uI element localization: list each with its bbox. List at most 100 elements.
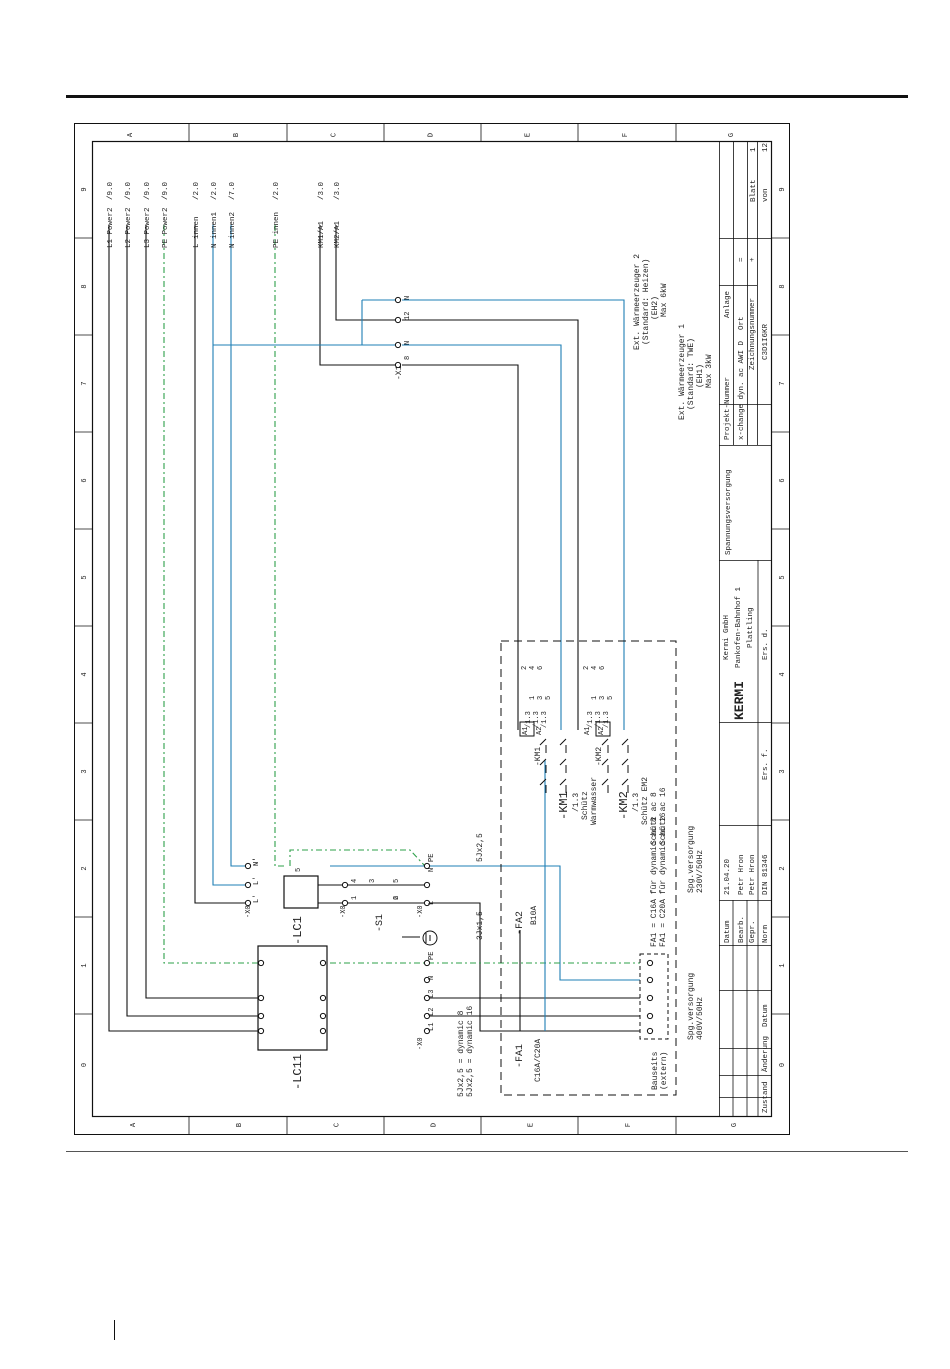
signal-ref: /2.0 bbox=[273, 181, 281, 200]
x0-a-label: -X0 bbox=[245, 905, 253, 918]
x0-pin-label: L' bbox=[253, 877, 261, 885]
km1-type: Schütz bbox=[581, 791, 590, 820]
bauseits-line2: (extern) bbox=[660, 1052, 669, 1090]
tb-norm: DIN 81346 bbox=[762, 854, 770, 895]
terminal-circle bbox=[423, 976, 431, 984]
grid-row-label-right: 5 bbox=[779, 575, 787, 579]
tb-ort: + bbox=[749, 257, 757, 262]
tb-anlage-label: Anlage bbox=[724, 291, 732, 318]
x0-b-label: -X0 bbox=[340, 905, 348, 918]
terminal-circle bbox=[341, 899, 349, 907]
contact-pin-label: 1 bbox=[591, 696, 599, 700]
grid-row-label-left: 9 bbox=[81, 187, 89, 191]
wire-l-bus bbox=[430, 902, 640, 1032]
signal-label: KM1/A1 bbox=[318, 220, 326, 248]
contact-symbol bbox=[601, 778, 609, 793]
coil-pin-label: A2 bbox=[536, 727, 544, 735]
ext1-line4: Max 3kW bbox=[705, 354, 714, 388]
tb-city: Plattling bbox=[747, 607, 755, 648]
grid-row-label-right: 0 bbox=[779, 1063, 787, 1067]
km1-use: Warmwasser bbox=[590, 777, 599, 825]
grid-row-label-left: 1 bbox=[81, 963, 89, 967]
x0-pin-label: N' bbox=[253, 858, 261, 866]
cable-b-label: 3Jx1,5 bbox=[476, 911, 485, 940]
contact-symbol bbox=[559, 738, 567, 753]
coil-pin-label: A1 bbox=[584, 727, 592, 735]
bauseits-line1: Bauseits bbox=[651, 1051, 660, 1090]
contact-ref: /1.3 bbox=[533, 711, 541, 728]
contact-symbol bbox=[621, 778, 629, 793]
x0-pin-label: N' bbox=[253, 858, 261, 866]
signal-label: N innen2 bbox=[229, 212, 237, 248]
supply1-line2: 230V/50Hz bbox=[696, 850, 705, 893]
tb-norm-label: Norm bbox=[762, 924, 770, 943]
terminal-circle bbox=[394, 316, 402, 324]
contact-ref: /1.3 bbox=[587, 711, 595, 728]
tb-gepr-label: Gepr. bbox=[749, 920, 757, 943]
contact-pin-label: 2 bbox=[583, 666, 591, 670]
tb-ort-label: Ort bbox=[738, 316, 746, 330]
km1-big-label: -KM1 bbox=[557, 791, 571, 820]
terminal-circle bbox=[423, 881, 431, 889]
page-footer-mark bbox=[114, 1320, 115, 1340]
pe-ground-symbol bbox=[422, 930, 438, 946]
wire-n-innen1 bbox=[212, 225, 248, 886]
cable-dyn1: 5Jx2,5 = dynamic 8 bbox=[457, 1010, 466, 1097]
s1-pin-label: 2 bbox=[393, 896, 401, 900]
grid-row-label-right: 4 bbox=[779, 672, 787, 676]
terminal-circle bbox=[319, 1012, 327, 1020]
grid-col-label-top: F bbox=[622, 133, 630, 137]
wire-km2-a1 bbox=[335, 225, 395, 321]
terminal-circle bbox=[257, 994, 265, 1002]
x0-bottom-pin-label: L2 bbox=[428, 1008, 436, 1016]
wire-x1-neutral bbox=[213, 299, 395, 346]
signal-ref: /9.0 bbox=[144, 181, 152, 200]
contact-symbol bbox=[539, 778, 547, 793]
x1-pin-label: N bbox=[404, 341, 412, 345]
contact-symbol bbox=[539, 738, 547, 753]
s1-label: -S1 bbox=[375, 914, 386, 932]
grid-row-label-left: 6 bbox=[81, 478, 89, 482]
terminal-circle bbox=[257, 1012, 265, 1020]
grid-divisions bbox=[75, 124, 790, 1134]
terminal-circle bbox=[341, 881, 349, 889]
contact-symbol bbox=[621, 758, 629, 773]
wire-x1-n-km1 bbox=[402, 344, 562, 730]
cabinet-dashed-box bbox=[500, 640, 677, 1096]
terminal-circle bbox=[423, 1027, 431, 1035]
wire-pe-x0 bbox=[289, 849, 426, 867]
grid-row-label-left: 3 bbox=[81, 769, 89, 773]
top-signal-labels: L1 Power2/9.0L2 Power2/9.0L3 Power2/9.0P… bbox=[107, 181, 342, 248]
terminal-circle bbox=[319, 994, 327, 1002]
contact-pin-label: 1 bbox=[529, 696, 537, 700]
coil-pin-label: A1 bbox=[522, 727, 530, 735]
contact-ref: /1.3 bbox=[595, 711, 603, 728]
pe2-label: PE bbox=[428, 952, 436, 960]
x1-pin-label: 12 bbox=[404, 312, 412, 320]
tb-projekt-label: Projekt-Nummer bbox=[724, 377, 732, 440]
ext2-line1: Ext. Wärmeerzeuger 2 bbox=[633, 254, 642, 350]
fa1-note1: FA1 = C16A für dynamic ac 8 bbox=[650, 817, 659, 947]
tb-datum2: Datum bbox=[762, 1004, 770, 1027]
bauseits-box bbox=[639, 953, 669, 1040]
terminal-circle bbox=[394, 341, 402, 349]
ext1-line2: (Standard: TWE) bbox=[687, 338, 696, 410]
terminal-circle bbox=[257, 1027, 265, 1035]
wire-l-innen bbox=[194, 225, 248, 904]
signal-label: PE Power2 bbox=[162, 207, 170, 248]
fa2-label: -FA2 bbox=[515, 911, 526, 935]
wire-pe-power bbox=[163, 225, 259, 964]
outer-frame bbox=[74, 123, 790, 1135]
tb-blatt: 1 bbox=[750, 147, 758, 152]
s1-pin-label: 1 bbox=[351, 896, 359, 900]
s1-pin-label: 5 bbox=[393, 879, 401, 883]
km2-note2: Schütz ac 16 bbox=[659, 787, 668, 845]
top-rule bbox=[66, 95, 908, 98]
tb-zustand: Zustand bbox=[762, 1081, 770, 1113]
tb-von: 12 bbox=[762, 143, 770, 152]
terminal-circle bbox=[646, 994, 654, 1002]
x1-pin-label: N bbox=[404, 296, 412, 300]
grid-row-label-left: 2 bbox=[81, 866, 89, 870]
contact-ref: /1.3 bbox=[525, 711, 533, 728]
